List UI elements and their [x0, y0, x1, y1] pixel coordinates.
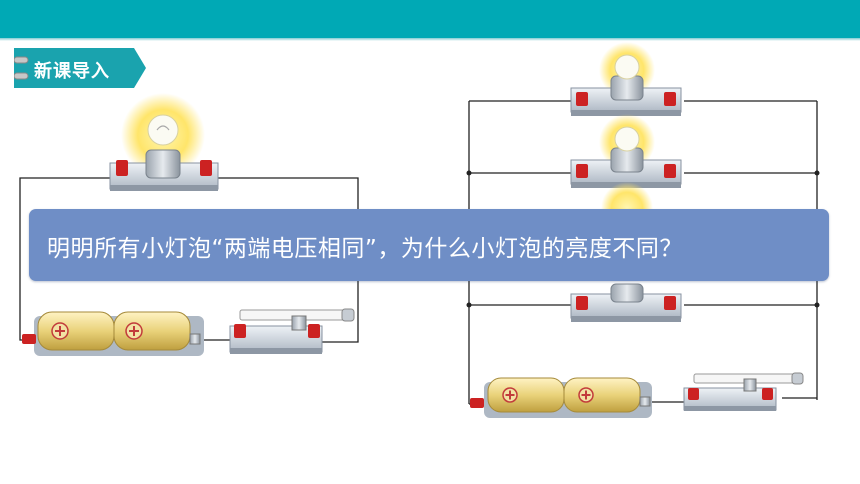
question-text: 明明所有小灯泡“两端电压相同”，为什么小灯泡的亮度不同？	[47, 236, 683, 262]
top-banner-shadow	[0, 38, 860, 41]
light-bulb-icon	[570, 114, 682, 188]
light-bulb-icon	[570, 283, 682, 322]
battery-icon	[470, 377, 652, 418]
top-banner	[0, 0, 860, 38]
battery-icon	[22, 311, 204, 356]
question-callout: 明明所有小灯泡“两端电压相同”，为什么小灯泡的亮度不同？	[29, 209, 829, 281]
section-title: 新课导入	[34, 61, 110, 82]
section-tag-background	[14, 48, 146, 88]
knife-switch-icon	[683, 372, 804, 411]
light-bulb-icon	[109, 93, 219, 191]
section-tag: 新课导入	[14, 48, 146, 88]
left-circuit	[19, 93, 359, 356]
light-bulb-icon	[570, 42, 682, 116]
binder-clip-icon	[14, 56, 29, 80]
knife-switch-icon	[229, 308, 355, 354]
right-circuit	[466, 42, 820, 418]
